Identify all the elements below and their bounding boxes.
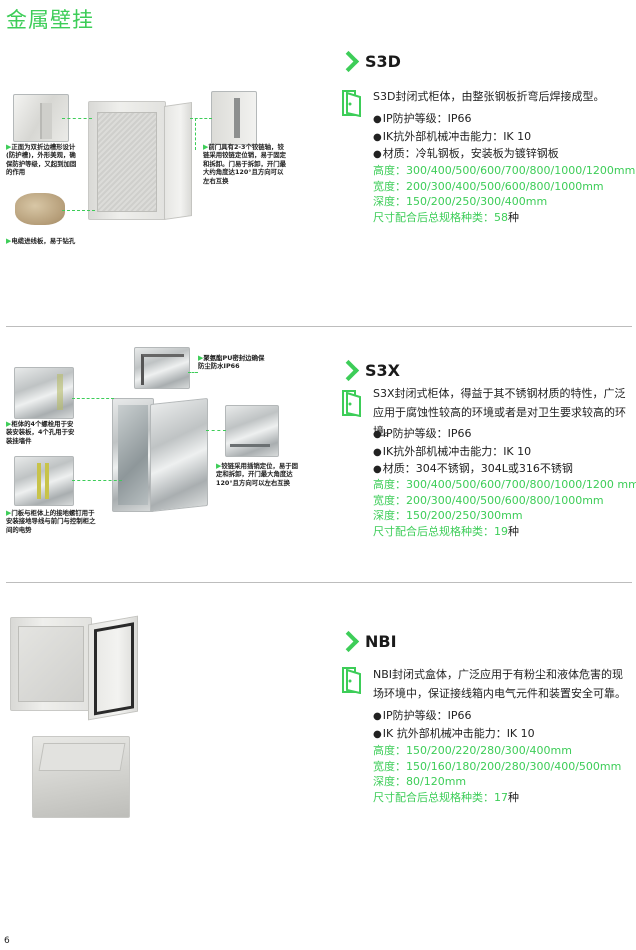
s3d-feature-item: IK抗外部机械冲击能力：IK 10 — [373, 129, 559, 147]
nbi-features: IP防护等级：IP66 IK 抗外部机械冲击能力：IK 10 — [373, 708, 535, 743]
nbi-feature-item: IP防护等级：IP66 — [373, 708, 535, 726]
section-divider — [6, 326, 632, 327]
nbi-title: NBI — [365, 632, 397, 651]
s3d-features: IP防护等级：IP66 IK抗外部机械冲击能力：IK 10 材质：冷轧钢板，安装… — [373, 111, 559, 164]
chevron-right-icon — [337, 50, 360, 73]
s3d-description: S3D封闭式柜体，由整张钢板折弯后焊接成型。 — [373, 90, 605, 103]
s3d-callout-gland-plate: ▶电缆进线板，易于钻孔 — [6, 237, 76, 245]
s3d-gland-plate-photo — [15, 193, 65, 225]
s3x-callout-line — [72, 398, 114, 399]
s3x-callout-bolts: ▶柜体的4个螺栓用于安装安装板，4个孔用于安装挂墙件 — [6, 420, 75, 445]
page-title: 金属壁挂 — [6, 8, 94, 32]
nbi-feature-item: IK 抗外部机械冲击能力：IK 10 — [373, 726, 535, 744]
cabinet-door-icon — [342, 667, 361, 694]
s3d-specs: 高度：300/400/500/600/700/800/1000/1200mm 宽… — [373, 163, 635, 225]
s3x-seal-detail-photo — [134, 347, 190, 389]
s3d-callout-hinge: ▶前门具有2-3个铰链轴，铰链采用铰链定位销，易于固定和拆卸。门易于拆卸，开门最… — [203, 143, 287, 185]
nbi-spec-total: 尺寸配合后总规格种类：17种 — [373, 790, 519, 804]
nbi-specs: 高度：150/200/220/280/300/400mm 宽度：150/160/… — [373, 743, 621, 805]
s3x-title: S3X — [365, 361, 400, 380]
s3x-cabinet-photo — [112, 398, 154, 512]
s3d-spec-width: 宽度：200/300/400/500/600/800/1000mm — [373, 179, 604, 193]
s3d-spec-height: 高度：300/400/500/600/700/800/1000/1200mm — [373, 164, 636, 177]
s3x-spec-height: 高度：300/400/500/600/700/800/1000/1200 mm — [373, 478, 636, 491]
s3d-heading: S3D — [337, 50, 401, 73]
nbi-heading: NBI — [337, 630, 397, 653]
s3x-callout-earth: ▶门板与柜体上的接地螺钉用于安装接地导线与前门与控制柜之间的电势 — [6, 509, 96, 534]
s3x-feature-item: 材质：304不锈钢，304L或316不锈钢 — [373, 461, 573, 479]
s3x-callout-hinge: ▶铰链采用插销定位，易于固定和拆卸，开门最大角度达120°且方向可以左右互换 — [216, 462, 299, 487]
s3d-spec-total: 尺寸配合后总规格种类：58种 — [373, 210, 519, 224]
section-divider — [6, 582, 632, 583]
s3x-callout-line — [188, 372, 198, 373]
s3d-corner-detail-photo — [13, 94, 69, 142]
s3x-callout-line — [206, 430, 226, 431]
s3x-heading: S3X — [337, 359, 400, 382]
s3d-cabinet-photo — [88, 101, 166, 220]
s3d-callout-line — [190, 118, 212, 119]
s3d-callout-line — [62, 118, 92, 119]
s3x-hinge-detail-photo — [225, 405, 279, 457]
s3x-feature-item: IP防护等级：IP66 — [373, 426, 573, 444]
s3d-door-photo — [164, 102, 192, 220]
nbi-open-box-photo — [10, 617, 92, 711]
s3x-spec-depth: 深度：150/200/250/300mm — [373, 509, 523, 522]
cabinet-door-icon — [342, 90, 361, 117]
nbi-description: NBI封闭式盒体，广泛应用于有粉尘和液体危害的现场环境中，保证接线箱内电气元件和… — [373, 668, 626, 700]
s3d-callout-line — [195, 118, 196, 150]
cabinet-door-icon — [342, 390, 361, 417]
s3x-spec-width: 宽度：200/300/400/500/600/800/1000mm — [373, 493, 604, 507]
chevron-right-icon — [337, 359, 360, 382]
s3x-callout-line — [72, 480, 122, 481]
s3x-feature-item: IK抗外部机械冲击能力：IK 10 — [373, 444, 573, 462]
nbi-spec-depth: 深度：80/120mm — [373, 775, 467, 788]
s3x-bolt-detail-photo — [14, 367, 74, 419]
s3x-features: IP防护等级：IP66 IK抗外部机械冲击能力：IK 10 材质：304不锈钢，… — [373, 426, 573, 479]
s3d-callout-line — [62, 210, 95, 211]
s3d-feature-item: IP防护等级：IP66 — [373, 111, 559, 129]
s3d-hinge-detail-photo — [211, 91, 257, 145]
chevron-right-icon — [337, 630, 360, 653]
page-number: 6 — [4, 936, 10, 946]
nbi-spec-height: 高度：150/200/220/280/300/400mm — [373, 744, 572, 757]
nbi-closed-box-photo — [32, 736, 130, 818]
s3d-spec-depth: 深度：150/200/250/300/400mm — [373, 195, 548, 208]
s3x-spec-total: 尺寸配合后总规格种类：19种 — [373, 524, 519, 538]
s3d-title: S3D — [365, 52, 401, 71]
s3x-door-photo — [150, 397, 208, 513]
s3x-callout-seal: ▶聚氨酯PU密封边确保防尘防水IP66 — [198, 354, 265, 371]
s3x-specs: 高度：300/400/500/600/700/800/1000/1200 mm … — [373, 477, 636, 539]
s3x-earth-detail-photo — [14, 456, 74, 506]
nbi-door-photo — [88, 615, 138, 721]
s3d-feature-item: 材质：冷轧钢板，安装板为镀锌钢板 — [373, 146, 559, 164]
s3d-callout-groove: ▶正面为双折边槽形设计(防护槽)，外形美观，确保防护等级，又起到加固的作用 — [6, 143, 77, 177]
nbi-spec-width: 宽度：150/160/180/200/280/300/400/500mm — [373, 759, 622, 773]
